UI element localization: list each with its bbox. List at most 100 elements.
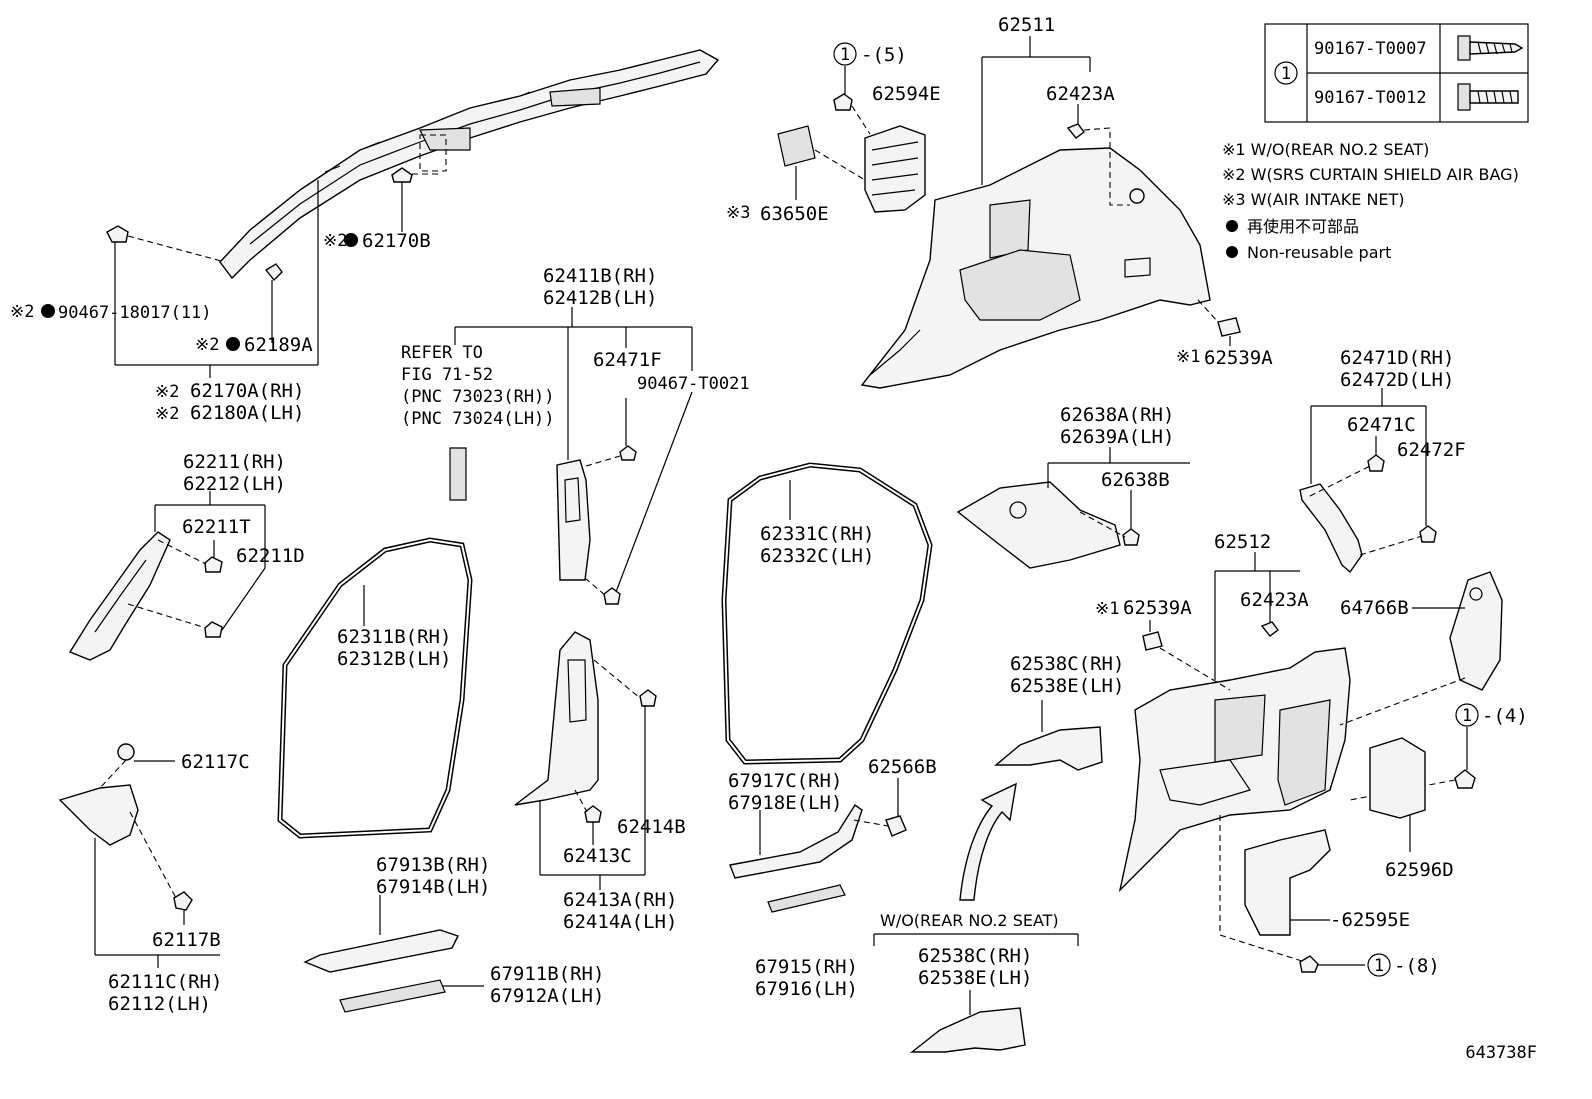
circle-marker-number: 1 (840, 45, 850, 65)
label-90467-18017: 90467-18017(11) (58, 303, 212, 323)
label-64766B: 64766B (1340, 597, 1409, 619)
table-row-2: 90167-T0012 (1314, 88, 1427, 108)
back-door-garnish-part (1299, 483, 1363, 574)
label-62411B: 62411B(RH) (543, 265, 657, 287)
label-67912A: 67912A(LH) (490, 985, 604, 1007)
label-62511: 62511 (998, 14, 1055, 36)
label-62170A: 62170A(RH) (190, 380, 304, 402)
label-62332C: 62332C(LH) (760, 545, 874, 567)
label-62595E: -62595E (1330, 909, 1410, 931)
refer-note-line-2: FIG 71-52 (401, 365, 493, 385)
non-reusable-dot-icon (344, 233, 358, 247)
clip-icon (204, 556, 223, 573)
label-62538C-1: 62538C(RH) (1010, 653, 1124, 675)
center-pillar-upper-part (556, 459, 591, 581)
deck-side-lower-trim (1219, 815, 1365, 973)
qty-label-4: -(4) (1482, 705, 1528, 727)
quarter-front-piece-part (994, 726, 1103, 771)
figure-reference-number: 643738F (1465, 1043, 1537, 1063)
label-67917C: 67917C(RH) (728, 770, 842, 792)
label-63650E: 63650E (760, 203, 829, 225)
clip-icon (106, 225, 129, 243)
label-62423A-mid: 62423A (1240, 589, 1309, 611)
label-62472D: 62472D(LH) (1340, 369, 1454, 391)
label-62331C: 62331C(RH) (760, 523, 874, 545)
label-62112: 62112(LH) (108, 993, 211, 1015)
clip-icon (1066, 123, 1085, 139)
label-62538E-2: 62538E(LH) (918, 967, 1032, 989)
duct-cover-part (864, 125, 926, 213)
cowl-side-trim (58, 743, 220, 968)
quarter-trim-lh (1118, 552, 1351, 893)
front-door-seal-part (277, 537, 473, 839)
bracket-icon (1142, 631, 1163, 651)
label-67916: 67916(LH) (755, 978, 858, 1000)
circle-marker (833, 42, 857, 66)
screw-4: 1 -(4) (1349, 703, 1528, 801)
label-62423A-top: 62423A (1046, 83, 1115, 105)
callout-mark: ※2 (155, 404, 179, 424)
curtain-airbag-assembly (219, 49, 720, 280)
rear-scuff-outer-part (767, 884, 846, 913)
label-62311B: 62311B(RH) (337, 626, 451, 648)
cowl-side-part (58, 784, 139, 846)
callout-mark: ※2 (323, 231, 347, 251)
refer-note-line-1: REFER TO (401, 343, 483, 363)
circle-marker (1455, 703, 1479, 727)
legend-notes: ※1 W/O(REAR NO.2 SEAT) ※2 W(SRS CURTAIN … (1222, 140, 1519, 262)
label-62539A-mid: 62539A (1123, 597, 1192, 619)
callout-mark: ※3 (726, 203, 750, 223)
clip-icon (584, 805, 602, 823)
label-62566B: 62566B (868, 756, 937, 778)
screw-icon (1299, 955, 1319, 973)
non-reusable-dot-icon (1226, 246, 1238, 258)
qty-label-8: -(8) (1394, 955, 1440, 977)
table-circle-number: 1 (1281, 64, 1291, 84)
rear-duct-cover-lh (1369, 737, 1426, 852)
quarter-trim-front-piece (959, 700, 1103, 901)
front-scuff-outer-part (339, 979, 446, 1013)
bolt-screw-icon (1457, 83, 1519, 111)
tapping-screw-icon (1457, 35, 1524, 61)
clip-icon (1419, 525, 1437, 543)
front-scuff-inner-part (303, 929, 459, 973)
callout-mark: ※1 (1095, 599, 1119, 619)
label-67913B: 67913B(RH) (376, 854, 490, 876)
label-62212: 62212(LH) (183, 473, 286, 495)
bolt-icon (391, 167, 413, 183)
bracket-icon (264, 263, 283, 282)
label-62312B: 62312B(LH) (337, 648, 451, 670)
duct-cover-lh-part (1369, 737, 1426, 819)
rear-duct-cover-rh (777, 66, 926, 213)
label-62471F: 62471F (593, 349, 662, 371)
clip-icon (1260, 621, 1279, 637)
label-62170B: 62170B (362, 230, 431, 252)
circle-marker-number: 1 (1374, 956, 1384, 976)
label-90467-T0021: 90467-T0021 (637, 374, 750, 394)
circle-marker (1367, 953, 1391, 977)
variant-wo-rear-seat: W/O(REAR NO.2 SEAT) 62538C(RH) 62538E(LH… (873, 911, 1079, 1053)
deck-board-part (1449, 571, 1503, 691)
label-62117B: 62117B (152, 929, 221, 951)
table-circle-marker (1274, 61, 1298, 85)
label-62211T: 62211T (182, 516, 251, 538)
airbag-fasteners (106, 167, 440, 378)
label-67918E: 67918E(LH) (728, 792, 842, 814)
label-62512: 62512 (1214, 531, 1271, 553)
bracket-icon (1217, 317, 1241, 337)
seat-belt-adjuster-part (449, 447, 467, 501)
label-62471C: 62471C (1347, 414, 1416, 436)
callout-mark: ※2 (195, 335, 219, 355)
label-62539A-top: 62539A (1204, 347, 1273, 369)
rear-door-weatherstrip (721, 462, 933, 765)
clip-icon (639, 689, 657, 707)
label-62594E: 62594E (872, 83, 941, 105)
legend-note-3: ※3 W(AIR INTAKE NET) (1222, 190, 1405, 209)
front-door-weatherstrip (277, 537, 473, 839)
non-reusable-dot-icon (1226, 220, 1238, 232)
center-pillar-lower-part (514, 631, 599, 806)
clip-icon (885, 815, 907, 837)
refer-note-line-4: (PNC 73024(LH)) (401, 409, 555, 429)
rear-scuff-plates (729, 778, 907, 913)
